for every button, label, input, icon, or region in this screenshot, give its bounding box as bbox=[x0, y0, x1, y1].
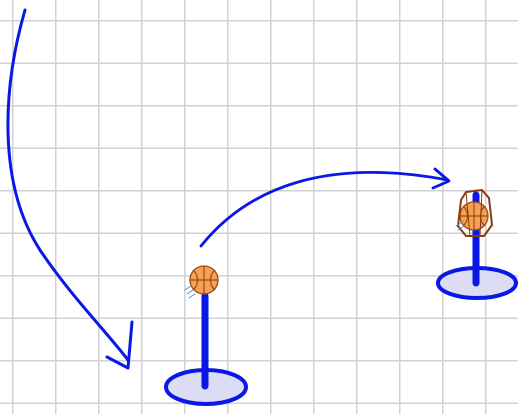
pole-stand-right bbox=[436, 191, 518, 300]
hoop-motion-lines-icon bbox=[455, 221, 465, 231]
middle-arrow-head bbox=[431, 167, 451, 190]
middle-curved-arrow-icon bbox=[199, 167, 451, 248]
left-arrow-head bbox=[105, 320, 134, 370]
motion-lines-icon bbox=[184, 285, 196, 299]
pole-stand-left bbox=[164, 292, 248, 406]
hoop-net bbox=[457, 189, 493, 237]
left-curved-arrow-icon bbox=[6, 8, 134, 370]
basketball-hoop-icon bbox=[455, 189, 493, 237]
left-arrow-shaft bbox=[6, 8, 130, 362]
middle-arrow-shaft bbox=[199, 171, 450, 248]
basketball-icon bbox=[184, 265, 219, 299]
